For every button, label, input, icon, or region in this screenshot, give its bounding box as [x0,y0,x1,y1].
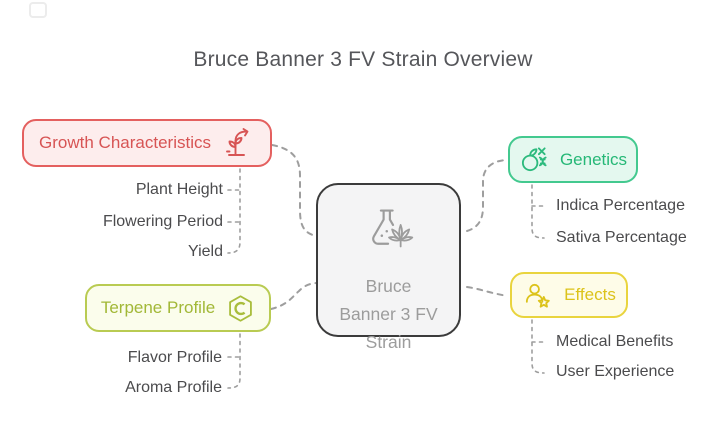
center-node-line: Bruce [365,276,412,296]
plant-growth-icon [223,127,255,159]
child-medical-benefits[interactable]: Medical Benefits [556,333,674,350]
child-flowering-period[interactable]: Flowering Period [102,213,223,230]
branch-effects-label: Effects [564,285,616,304]
center-node[interactable]: Bruce Banner 3 FV Strain [316,183,461,352]
flask-cannabis-icon [360,207,418,264]
branch-effects[interactable]: Effects [510,272,628,318]
center-node-line: Strain [365,332,412,352]
branch-terpene-label: Terpene Profile [100,298,216,317]
branch-growth-characteristics[interactable]: Growth Characteristics [22,119,272,167]
page-title: Bruce Banner 3 FV Strain Overview [193,48,533,71]
branch-genetics-label: Genetics [559,149,628,169]
branch-genetics[interactable]: Genetics [508,136,638,183]
user-star-icon [522,280,553,311]
branch-terpene-profile[interactable]: Terpene Profile [85,284,271,332]
child-aroma-profile[interactable]: Aroma Profile [125,379,222,396]
child-indica-percentage[interactable]: Indica Percentage [556,197,685,214]
terpene-hexagon-icon [226,294,255,323]
child-sativa-percentage[interactable]: Sativa Percentage [556,229,687,246]
corner-marker [29,2,47,18]
dna-fruit-icon [519,144,550,175]
child-user-experience[interactable]: User Experience [556,363,675,380]
center-node-label: Bruce Banner 3 FV Strain [339,272,437,356]
child-flavor-profile[interactable]: Flavor Profile [127,349,222,366]
child-yield[interactable]: Yield [188,243,223,260]
child-plant-height[interactable]: Plant Height [135,181,223,198]
center-node-line: Banner 3 FV [339,304,438,324]
branch-growth-label: Growth Characteristics [39,133,211,152]
